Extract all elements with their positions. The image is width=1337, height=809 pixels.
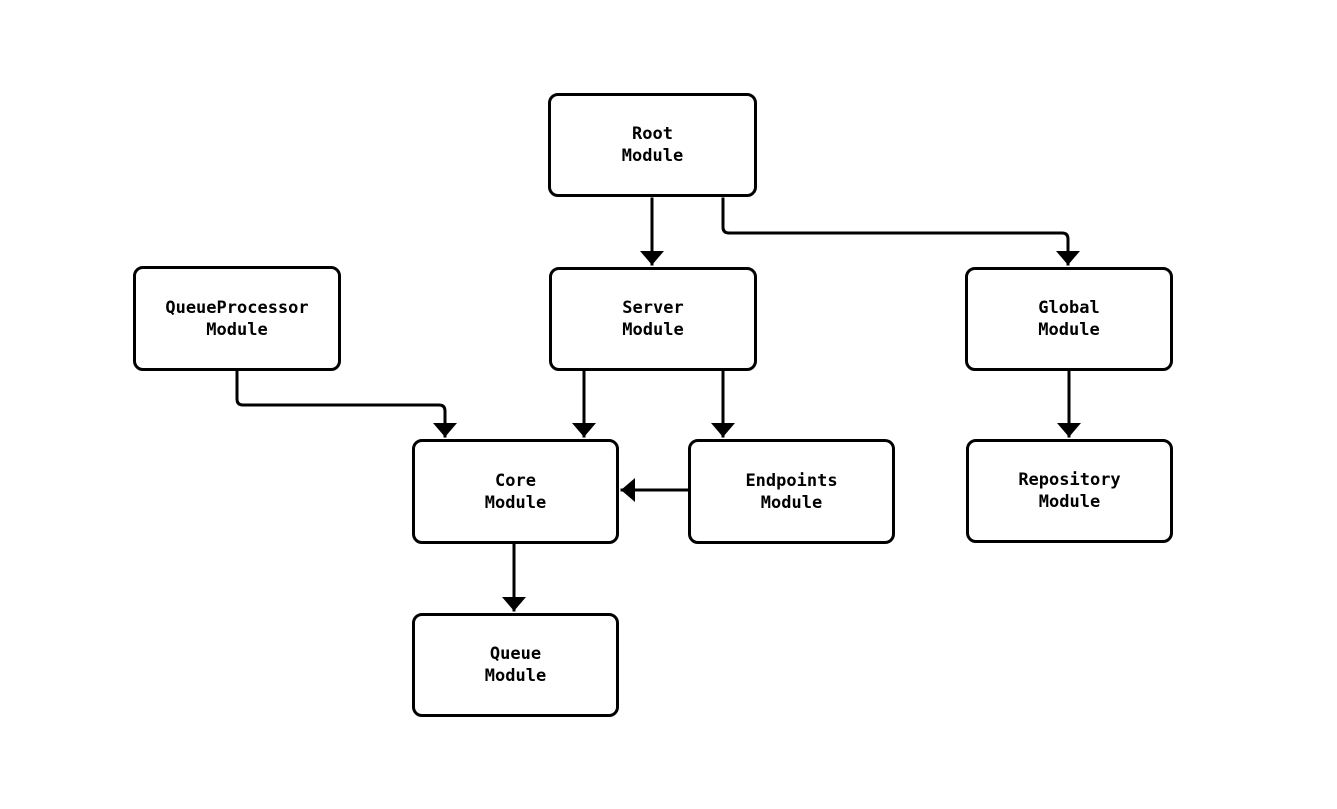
node-label-global: Global Module <box>1038 298 1100 340</box>
node-label-root: Root Module <box>621 124 684 166</box>
node-label-server: Server Module <box>622 298 684 340</box>
node-label-core: Core Module <box>484 470 547 513</box>
node-endpoints: Endpoints Module <box>688 439 895 544</box>
node-queueprocessor: QueueProcessor Module <box>133 266 341 371</box>
edge-root-global <box>721 197 1080 266</box>
edge-queueprocessor-core <box>235 369 457 438</box>
edge-group <box>235 197 1081 612</box>
node-queue: Queue Module <box>412 613 619 717</box>
node-global: Global Module <box>965 267 1173 371</box>
node-label-endpoints: Endpoints Module <box>745 470 838 513</box>
node-core: Core Module <box>412 439 619 544</box>
node-repository: Repository Module <box>966 439 1173 543</box>
node-server: Server Module <box>549 267 757 371</box>
node-root: Root Module <box>548 93 757 197</box>
node-label-queueprocessor: QueueProcessor Module <box>165 297 309 340</box>
node-label-queue: Queue Module <box>484 644 547 686</box>
node-label-repository: Repository Module <box>1018 470 1121 512</box>
